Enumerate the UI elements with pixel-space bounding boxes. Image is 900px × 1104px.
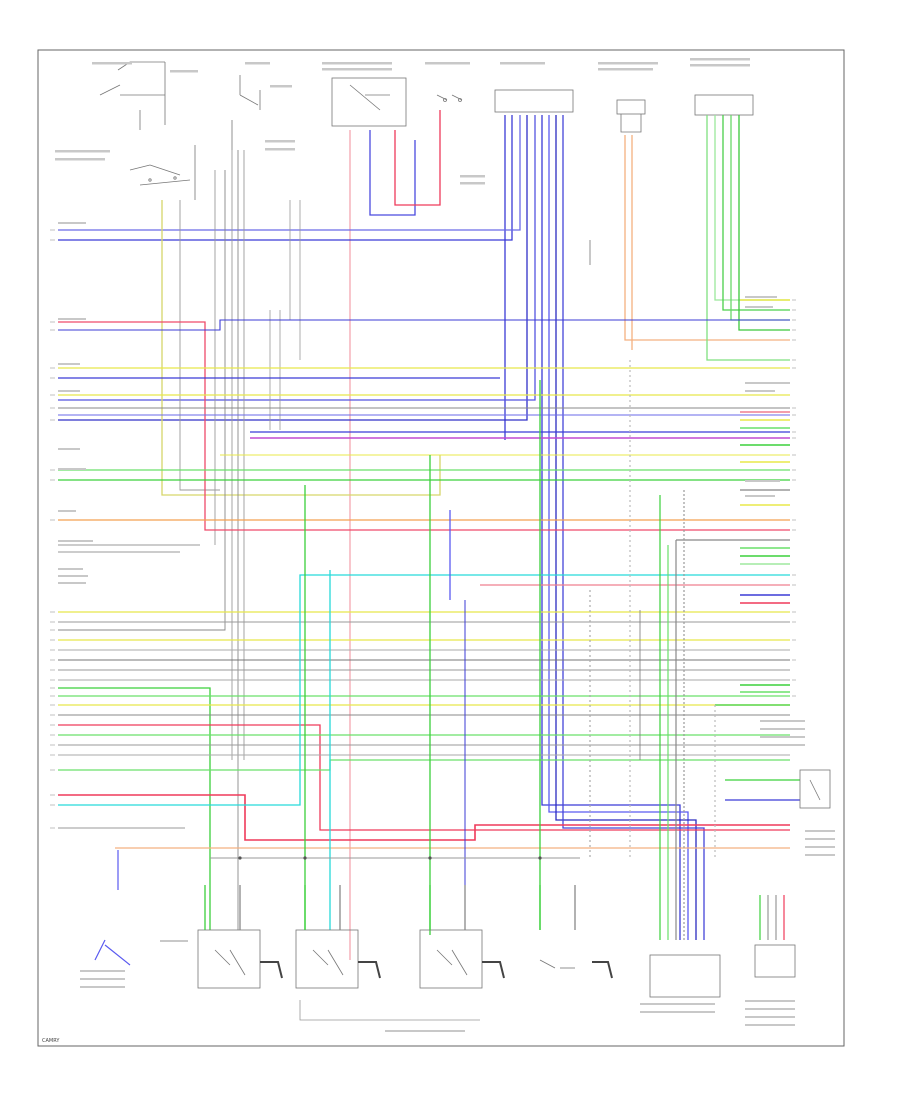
ignition-coils [94, 769, 831, 1021]
diagram-border [37, 49, 845, 1047]
transmission-solenoid-connector [694, 94, 754, 116]
engine-connector-block [494, 89, 574, 113]
relay-icon [799, 769, 831, 809]
left-pin-ticks [50, 229, 55, 829]
right-connector-pins [740, 299, 790, 693]
coil-icon [295, 929, 359, 989]
footer-id: CAMRY [42, 1038, 60, 1044]
ground-bus-junction [428, 856, 432, 860]
transmission-connector-plug [620, 114, 642, 133]
coil-icon [419, 929, 483, 989]
ground-bus-junction [303, 856, 307, 860]
coil-icon [539, 959, 575, 969]
vertical-wires [58, 110, 790, 960]
ignition-switch-icon [231, 75, 261, 150]
coil-icon [197, 929, 261, 989]
ground-icon [94, 850, 131, 966]
top-components [99, 61, 754, 200]
control-module-box [649, 954, 721, 998]
speed-sensor-icon [436, 94, 463, 102]
transmission-connector [616, 99, 646, 115]
ground-bus-junction [238, 856, 242, 860]
right-pin-ticks [792, 299, 796, 697]
control-module-box [754, 944, 796, 978]
ground-bus-junction [538, 856, 542, 860]
park-neutral-switch-icon [129, 145, 196, 200]
label-blocks [55, 58, 835, 1032]
clutch-switch-icon [99, 61, 166, 130]
throttle-sensor-box [331, 77, 407, 127]
right-bundle [589, 360, 800, 940]
